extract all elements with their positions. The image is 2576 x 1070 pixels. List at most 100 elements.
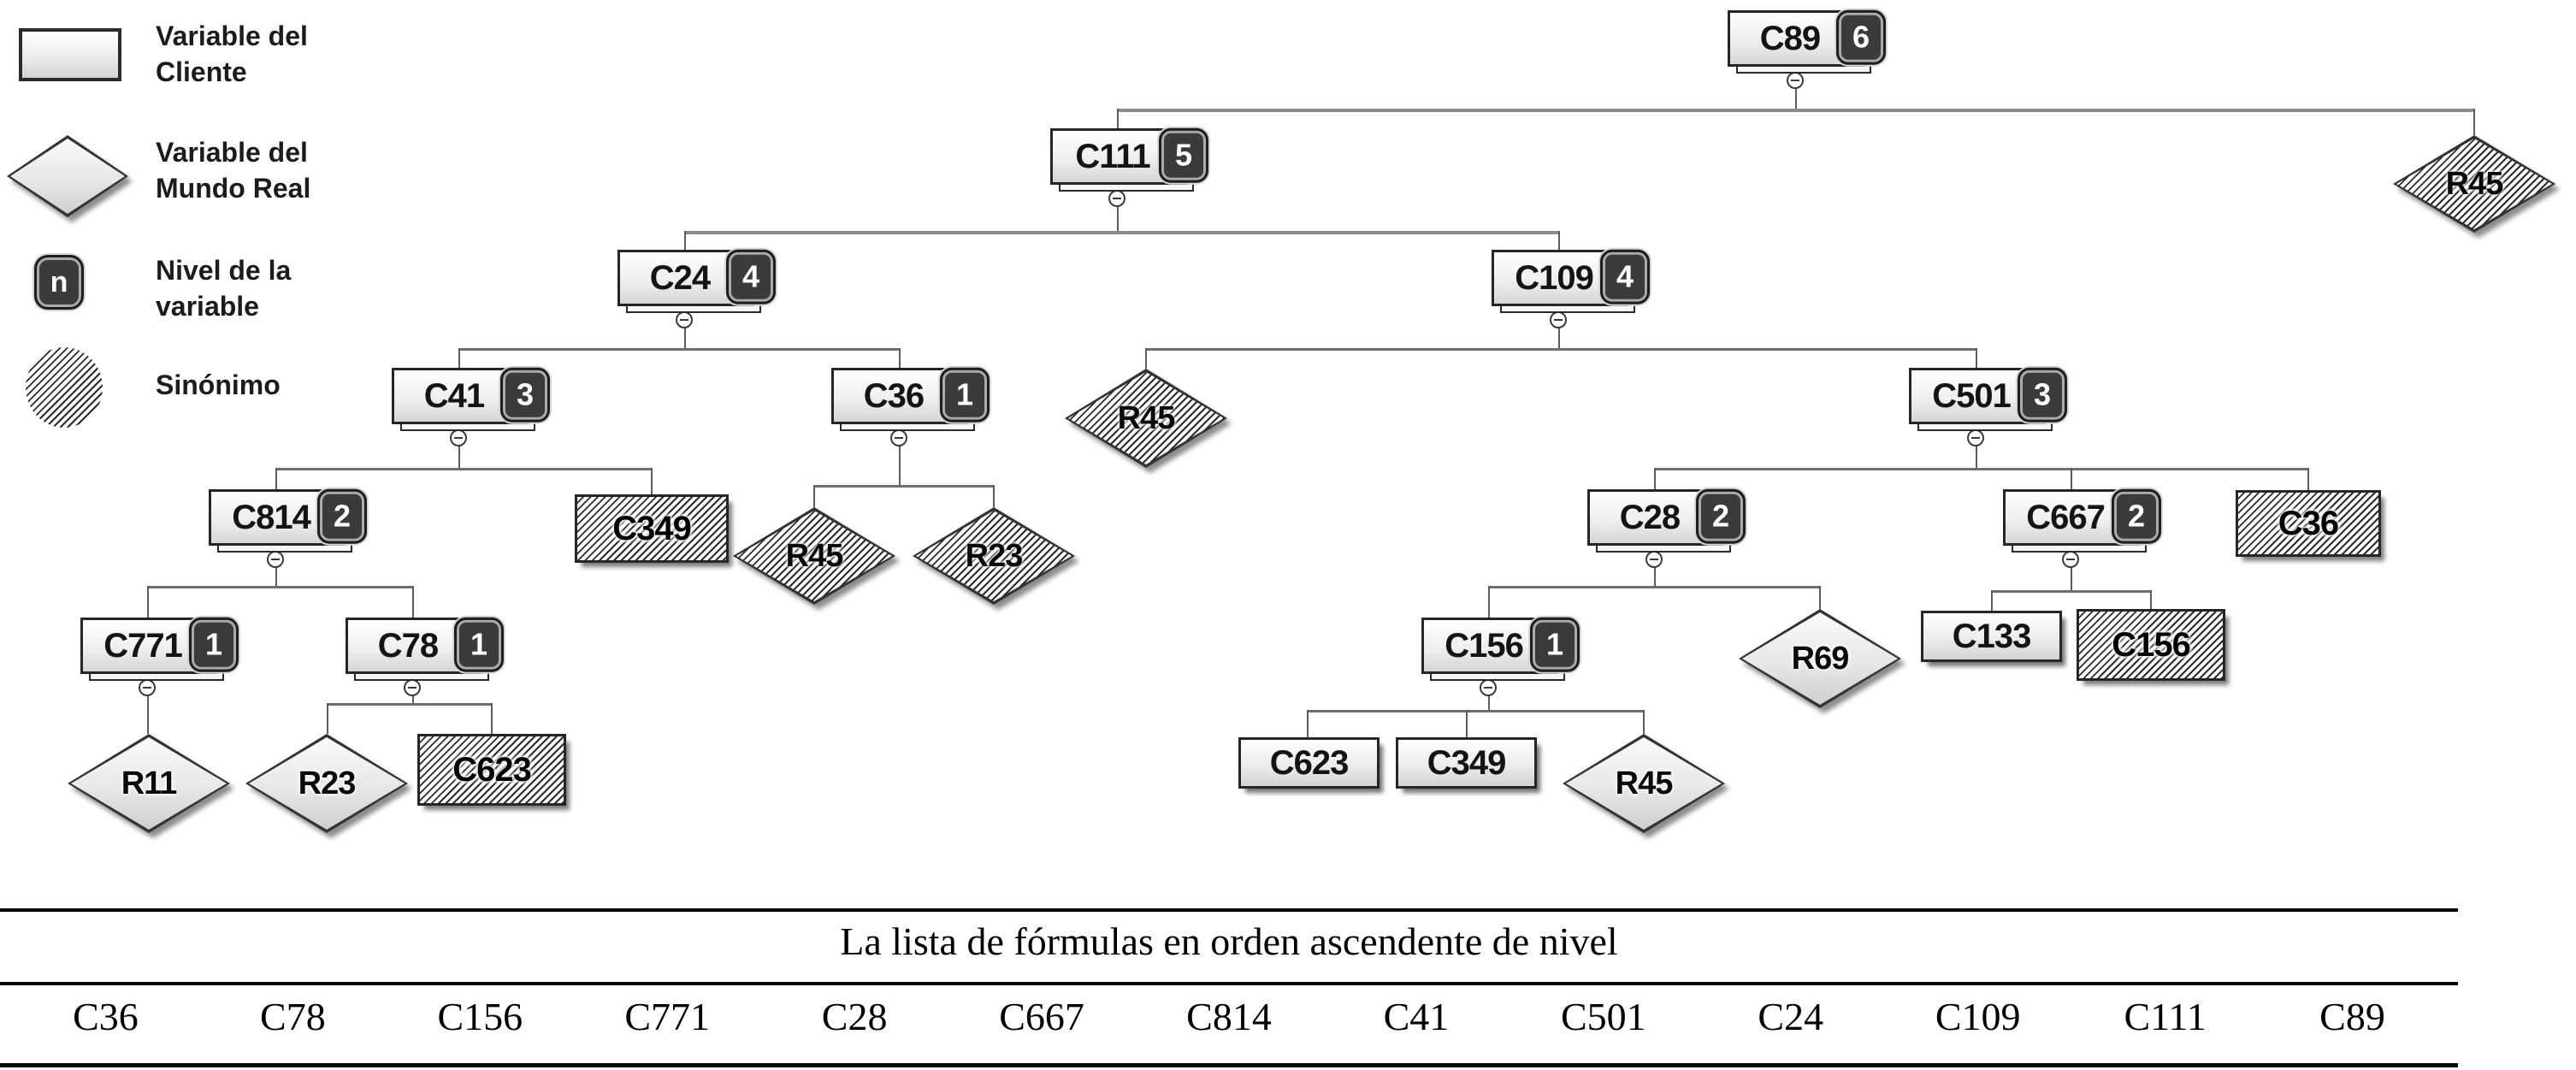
table-cell: C28 xyxy=(821,995,888,1038)
node-label: C78 xyxy=(377,626,439,665)
node-label: C28 xyxy=(1619,498,1681,536)
tree-node-c24[interactable]: C24 4 xyxy=(617,249,776,306)
collapse-toggle[interactable] xyxy=(1645,551,1663,568)
tree-node-c667[interactable]: C667 2 xyxy=(2003,488,2161,546)
table-rule-bottom xyxy=(0,1063,2458,1067)
connector xyxy=(459,348,900,351)
connector xyxy=(1976,348,1977,368)
tree-node-c156-synonym[interactable]: C156 xyxy=(2077,609,2225,681)
collapse-toggle[interactable] xyxy=(2062,551,2079,568)
legend-level-badge-swatch: n xyxy=(34,255,84,310)
level-badge: 3 xyxy=(500,367,550,423)
tree-node-c349[interactable]: C349 xyxy=(1396,737,1537,789)
collapse-toggle[interactable] xyxy=(676,311,693,328)
level-badge: 2 xyxy=(317,488,367,544)
tree-node-r11[interactable]: R11 xyxy=(68,734,230,833)
table-cell: C41 xyxy=(1383,995,1450,1038)
collapse-toggle[interactable] xyxy=(1108,190,1126,207)
legend-synonym-swatch xyxy=(26,347,103,428)
tree-node-c349-synonym[interactable]: C349 xyxy=(575,494,729,563)
tree-node-r69[interactable]: R69 xyxy=(1739,609,1901,708)
connector xyxy=(1145,348,1147,369)
connector xyxy=(651,468,653,494)
legend-synonym-label: Sinónimo xyxy=(156,369,281,400)
tree-node-r45-under-c156[interactable]: R45 xyxy=(1563,734,1725,833)
level-badge: 4 xyxy=(1600,249,1650,304)
collapse-toggle[interactable] xyxy=(450,429,467,446)
tree-node-r23[interactable]: R23 xyxy=(245,734,408,833)
legend-level-label: Nivel de la variable xyxy=(156,255,292,322)
table-cell: C78 xyxy=(260,995,326,1038)
tree-node-c36-synonym[interactable]: C36 xyxy=(2236,490,2381,557)
collapse-toggle[interactable] xyxy=(1787,72,1804,89)
collapse-toggle[interactable] xyxy=(1550,311,1567,328)
tree-node-c814[interactable]: C814 2 xyxy=(209,488,367,546)
tree-node-c771[interactable]: C771 1 xyxy=(80,617,239,674)
tree-node-c501[interactable]: C501 3 xyxy=(1909,367,2067,424)
collapse-toggle[interactable] xyxy=(1480,679,1497,696)
tree-node-c36[interactable]: C36 1 xyxy=(831,367,990,424)
connector xyxy=(1488,586,1490,618)
connector xyxy=(993,485,995,507)
collapse-toggle[interactable] xyxy=(139,679,156,696)
table-cell: C109 xyxy=(1935,995,2021,1038)
connector xyxy=(1654,468,1656,489)
connector xyxy=(147,586,149,618)
tree-node-c623-synonym[interactable]: C623 xyxy=(417,734,566,806)
connector xyxy=(1819,586,1821,609)
node-label: R69 xyxy=(1791,640,1850,677)
level-badge: 3 xyxy=(2018,367,2067,423)
collapse-toggle[interactable] xyxy=(404,679,421,696)
node-label: C36 xyxy=(863,376,925,415)
diamond-fill xyxy=(10,139,125,214)
connector xyxy=(491,703,493,734)
level-badge: 2 xyxy=(1696,488,1746,544)
legend-client-variable-swatch xyxy=(19,28,121,81)
tree-node-r45-under-c36[interactable]: R45 xyxy=(733,507,895,605)
connector xyxy=(412,586,414,618)
connector xyxy=(275,468,277,489)
table-cell: C89 xyxy=(2319,995,2385,1038)
connector xyxy=(2150,590,2152,609)
node-label: C89 xyxy=(1759,19,1821,57)
connector xyxy=(813,485,815,507)
tree-node-c78[interactable]: C78 1 xyxy=(346,617,504,674)
node-label: R45 xyxy=(785,537,844,574)
tree-node-r45-under-c109[interactable]: R45 xyxy=(1065,369,1227,468)
tree-node-c109[interactable]: C109 4 xyxy=(1492,249,1650,306)
connector xyxy=(684,231,686,250)
tree-node-c156[interactable]: C156 1 xyxy=(1421,617,1580,674)
collapse-toggle[interactable] xyxy=(890,429,907,446)
connector xyxy=(2071,546,2072,590)
table-row: C36 C78 C156 C771 C28 C667 C814 C41 C501… xyxy=(12,994,2446,1039)
tree-node-c41[interactable]: C41 3 xyxy=(392,367,550,424)
connector xyxy=(328,703,492,706)
node-label: R45 xyxy=(1117,399,1176,436)
tree-node-c111[interactable]: C111 5 xyxy=(1050,127,1208,185)
node-label: C667 xyxy=(2026,498,2106,536)
node-label: C814 xyxy=(232,498,311,536)
legend-real-world-swatch xyxy=(7,135,128,217)
tree-node-c133[interactable]: C133 xyxy=(1921,611,2062,662)
collapse-toggle[interactable] xyxy=(267,551,284,568)
connector xyxy=(2307,468,2309,490)
connector xyxy=(1991,590,1993,611)
tree-node-c623[interactable]: C623 xyxy=(1238,737,1380,789)
connector xyxy=(1307,710,1309,737)
tree-node-r23-under-c36[interactable]: R23 xyxy=(913,507,1075,605)
tree-node-c89[interactable]: C89 6 xyxy=(1728,9,1886,67)
tree-node-c28[interactable]: C28 2 xyxy=(1587,488,1746,546)
table-cell: C667 xyxy=(999,995,1084,1038)
connector xyxy=(899,348,901,368)
node-label: R23 xyxy=(965,537,1024,574)
table-rule-middle xyxy=(0,982,2458,985)
table-cell: C156 xyxy=(437,995,523,1038)
connector xyxy=(1146,348,1976,351)
collapse-toggle[interactable] xyxy=(1967,429,1984,446)
tree-node-r45-under-c89[interactable]: R45 xyxy=(2393,135,2555,233)
table-title: La lista de fórmulas en orden ascendente… xyxy=(840,919,1618,963)
table-cell: C814 xyxy=(1186,995,1272,1038)
node-label: R23 xyxy=(298,765,357,801)
level-badge: 1 xyxy=(189,617,239,672)
